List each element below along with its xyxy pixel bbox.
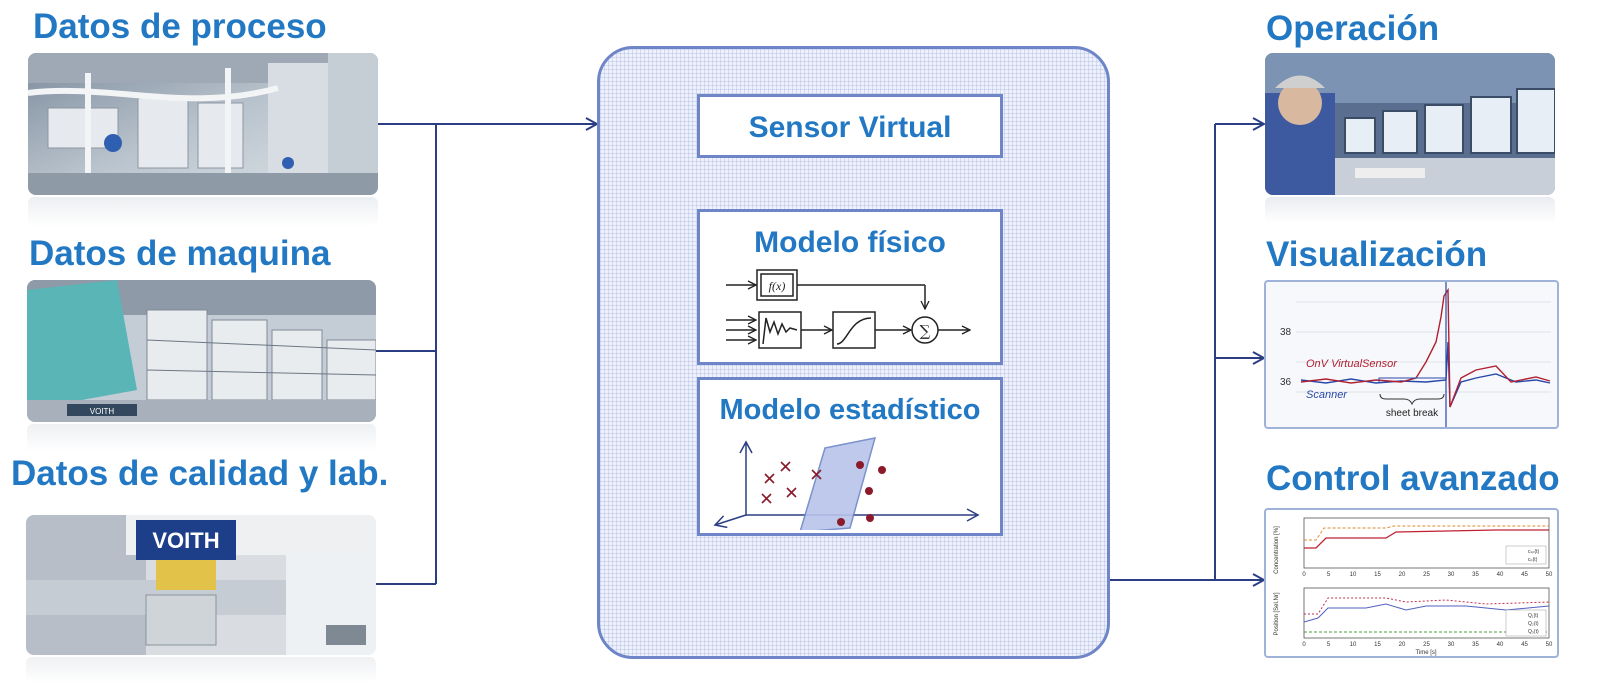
x-tick: 15 <box>1374 572 1381 578</box>
legend-top-2: cₚ(t) <box>1528 557 1538 563</box>
modelo-estadistico-title: Modelo estadístico <box>719 394 981 426</box>
x-tick: 25 <box>1423 642 1430 648</box>
x-tick: 5 <box>1327 572 1331 578</box>
photo-reflection <box>27 424 376 452</box>
x-tick: 20 <box>1399 572 1406 578</box>
xlabel-time: Time [s] <box>1415 650 1436 656</box>
virtual-sensor-block: Sensor Virtual Modelo físico <box>597 46 1110 659</box>
legend-bottom-2: Q₂(t) <box>1528 621 1539 627</box>
x-tick: 35 <box>1472 572 1479 578</box>
control-chart: Concentration [%] Position [Sel.Nr] 0 5 … <box>1264 508 1559 658</box>
tick-label-36: 36 <box>1280 377 1292 388</box>
scatter-separation-plot <box>713 437 980 530</box>
x-tick: 40 <box>1497 642 1504 648</box>
fx-label: f(x) <box>769 279 786 293</box>
x-tick: 25 <box>1423 572 1430 578</box>
title-datos-calidad: Datos de calidad y lab. <box>11 454 389 493</box>
x-tick: 0 <box>1302 642 1306 648</box>
x-tick: 30 <box>1448 572 1455 578</box>
x-tick: 5 <box>1327 642 1331 648</box>
x-tick: 45 <box>1521 642 1528 648</box>
modelo-estadistico-box: Modelo estadístico <box>697 377 1003 536</box>
legend-bottom-1: Q₁(t) <box>1528 613 1539 619</box>
voith-logo-calidad: VOITH <box>152 528 219 553</box>
ylabel-position: Position [Sel.Nr] <box>1274 592 1280 635</box>
separating-plane <box>799 437 877 530</box>
ylabel-concentration: Concentration [%] <box>1274 526 1280 574</box>
photo-process-plant <box>28 53 378 195</box>
photo-reflection <box>26 657 376 683</box>
series-virtualsensor-line <box>1300 287 1551 408</box>
title-datos-proceso: Datos de proceso <box>33 7 327 46</box>
title-visualizacion: Visualización <box>1266 235 1488 274</box>
x-tick: 50 <box>1546 572 1553 578</box>
x-tick: 20 <box>1399 642 1406 648</box>
photo-quality-scanner: VOITH <box>26 515 376 655</box>
photo-paper-machine: VOITH <box>27 280 376 422</box>
photo-control-room <box>1265 53 1555 195</box>
tick-label-38: 38 <box>1280 327 1292 338</box>
x-tick: 35 <box>1472 642 1479 648</box>
legend-bottom-3: Q₃(t) <box>1528 629 1539 635</box>
block-diagram: f(x) ∑ <box>726 269 1000 349</box>
x-tick: 0 <box>1302 572 1306 578</box>
sensor-virtual-title: Sensor Virtual <box>748 111 952 144</box>
x-tick: 30 <box>1448 642 1455 648</box>
photo-reflection <box>28 197 378 227</box>
x-tick: 15 <box>1374 642 1381 648</box>
legend-top-1: cₛₚ(t) <box>1528 549 1540 555</box>
x-tick: 10 <box>1350 642 1357 648</box>
annotation-sheet-break: sheet break <box>1386 408 1439 419</box>
x-tick: 10 <box>1350 572 1357 578</box>
series-label-virtualsensor: OnV VirtualSensor <box>1306 358 1398 370</box>
voith-logo-maquina: VOITH <box>90 407 115 416</box>
x-tick: 50 <box>1546 642 1553 648</box>
sensor-virtual-box: Sensor Virtual <box>697 94 1003 158</box>
title-control-avanzado: Control avanzado <box>1266 459 1560 498</box>
x-tick: 40 <box>1497 572 1504 578</box>
title-operacion: Operación <box>1266 9 1440 48</box>
modelo-fisico-title: Modelo físico <box>754 226 946 259</box>
visualization-chart: 38 36 OnV VirtualSensor Scanner sheet br… <box>1264 280 1559 429</box>
sum-label: ∑ <box>920 322 931 340</box>
x-tick: 45 <box>1521 572 1528 578</box>
title-datos-maquina: Datos de maquina <box>29 234 331 273</box>
photo-reflection <box>1265 197 1555 223</box>
series-label-scanner: Scanner <box>1306 389 1348 401</box>
modelo-fisico-box: Modelo físico <box>697 209 1003 365</box>
